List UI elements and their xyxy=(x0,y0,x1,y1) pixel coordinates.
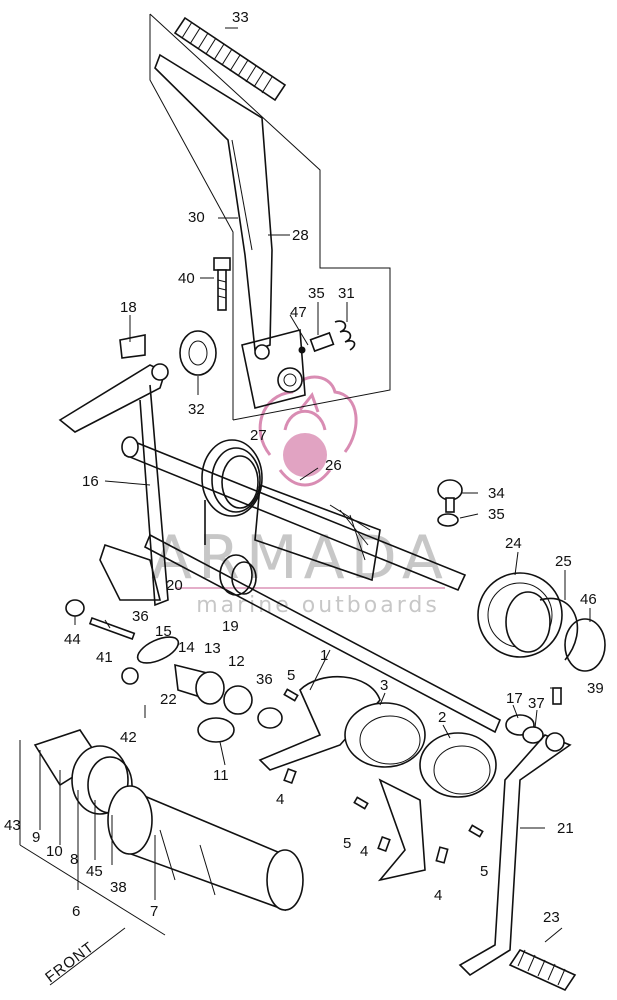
callout-36-lower: 36 xyxy=(256,671,273,688)
callout-19: 19 xyxy=(222,618,239,635)
callout-11: 11 xyxy=(213,767,229,784)
shift-forks xyxy=(258,675,544,882)
callout-5: 5 xyxy=(287,667,295,684)
callout-39: 39 xyxy=(587,680,604,697)
kick-lever xyxy=(154,16,356,409)
front-arrow: FRONT xyxy=(42,927,126,987)
callout-40: 40 xyxy=(178,270,195,287)
callout-36: 36 xyxy=(132,608,149,625)
callout-26: 26 xyxy=(325,457,342,474)
callout-18: 18 xyxy=(120,299,137,316)
callout-6: 6 xyxy=(72,903,80,920)
callout-5-mid: 5 xyxy=(343,835,351,852)
callout-22: 22 xyxy=(160,691,177,708)
callout-7: 7 xyxy=(150,903,158,920)
callout-30: 30 xyxy=(188,209,205,226)
oil-seal xyxy=(179,330,217,376)
callout-44: 44 xyxy=(64,631,81,648)
watermark-subtitle: marine outboards xyxy=(196,593,440,618)
kick-gear xyxy=(477,572,563,658)
callout-9: 9 xyxy=(32,829,40,846)
return-spring xyxy=(201,439,263,545)
callout-1: 1 xyxy=(320,647,328,664)
callout-13: 13 xyxy=(204,640,221,657)
callout-25: 25 xyxy=(555,553,572,570)
kick-rubber xyxy=(173,16,287,102)
callout-4-mid: 4 xyxy=(360,843,368,860)
callout-8: 8 xyxy=(70,851,78,868)
callout-43: 43 xyxy=(4,817,21,834)
leader-lines xyxy=(19,27,591,943)
callout-45: 45 xyxy=(86,863,103,880)
kick-spindle xyxy=(121,436,467,592)
callout-24: 24 xyxy=(505,535,522,552)
callout-31: 31 xyxy=(338,285,355,302)
callout-4: 4 xyxy=(276,791,284,808)
callout-4-right: 4 xyxy=(434,887,442,904)
callout-35-lower: 35 xyxy=(488,506,505,523)
callout-33: 33 xyxy=(232,9,249,26)
shift-pedal xyxy=(458,732,577,992)
kick-spring xyxy=(298,320,356,354)
callout-46: 46 xyxy=(580,591,597,608)
callout-28: 28 xyxy=(292,227,309,244)
callout-41: 41 xyxy=(96,649,113,666)
callout-38: 38 xyxy=(110,879,127,896)
callout-23: 23 xyxy=(543,909,560,926)
armada-watermark: ARMADA marine outboards xyxy=(151,375,449,618)
callout-32: 32 xyxy=(188,401,205,418)
callout-15: 15 xyxy=(155,623,172,640)
callout-5-right: 5 xyxy=(480,863,488,880)
callout-37: 37 xyxy=(528,695,545,712)
callout-35: 35 xyxy=(308,285,325,302)
kick-bolt xyxy=(213,257,231,311)
callout-42: 42 xyxy=(120,729,137,746)
pivot-parts xyxy=(65,599,283,743)
circlip xyxy=(539,597,606,672)
callout-17: 17 xyxy=(506,690,523,707)
callout-12: 12 xyxy=(228,653,245,670)
group-outline xyxy=(149,13,391,421)
callout-20: 20 xyxy=(166,577,183,594)
callout-10: 10 xyxy=(46,843,63,860)
callout-27: 27 xyxy=(250,427,267,444)
front-label: FRONT xyxy=(42,939,97,987)
ratchet-bolt xyxy=(437,479,463,527)
kick-boss xyxy=(241,328,306,409)
pins xyxy=(283,687,562,864)
callout-3: 3 xyxy=(380,677,388,694)
armada-logo xyxy=(258,375,358,487)
callout-34: 34 xyxy=(488,485,505,502)
callout-47: 47 xyxy=(290,304,307,321)
watermark-title: ARMADA xyxy=(151,523,449,593)
callout-labels: 33 30 28 40 35 31 47 18 32 27 26 16 34 3… xyxy=(4,9,604,926)
callout-16: 16 xyxy=(82,473,99,490)
shift-shaft xyxy=(143,533,502,734)
callout-2: 2 xyxy=(438,709,446,726)
shift-drum xyxy=(33,729,304,912)
stopper-plate xyxy=(58,334,169,607)
callout-21: 21 xyxy=(557,820,574,837)
callout-14: 14 xyxy=(178,639,195,656)
